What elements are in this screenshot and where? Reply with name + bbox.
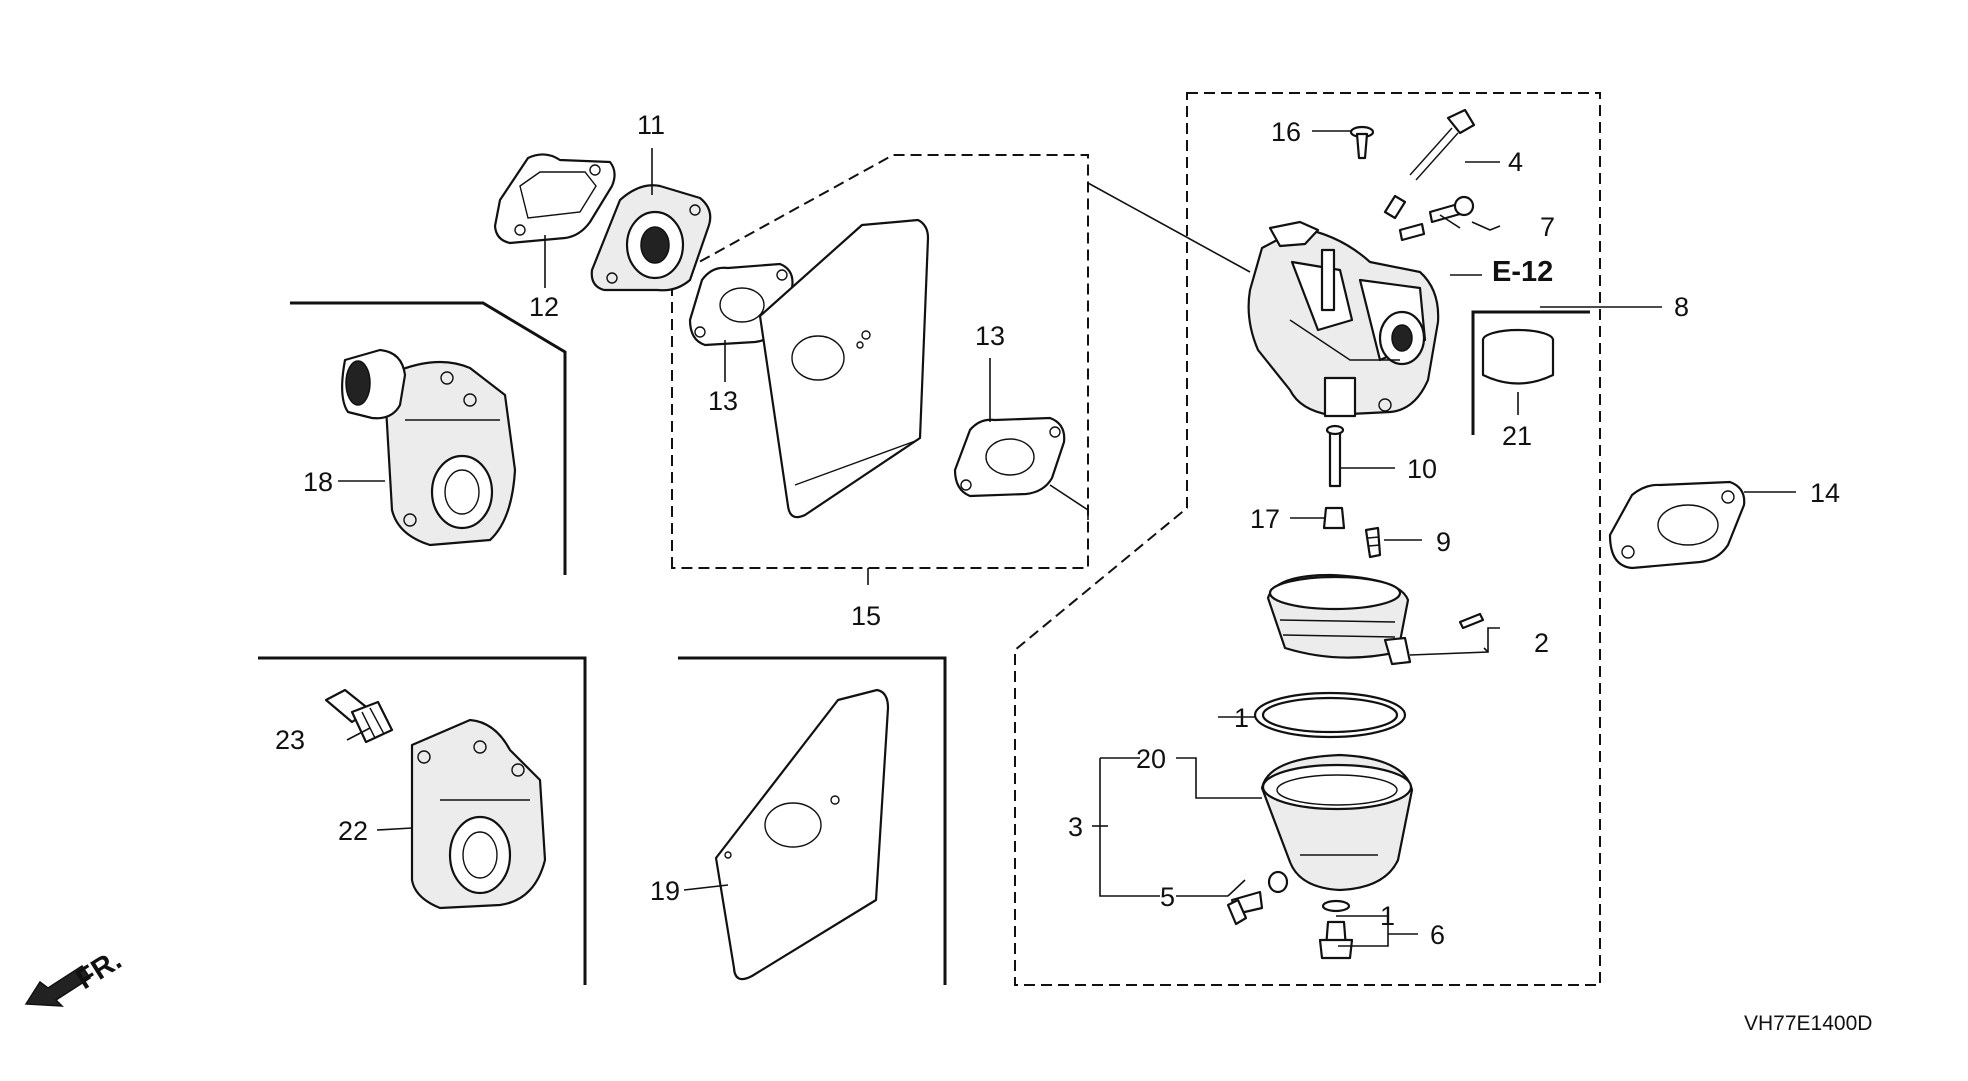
- callout-11: 11: [637, 110, 665, 140]
- callout-17: 17: [1250, 504, 1280, 534]
- gasket-part-13-right: [953, 416, 1066, 498]
- callout-10: 10: [1407, 454, 1437, 484]
- callout-18: 18: [303, 467, 333, 497]
- callout-9: 9: [1436, 527, 1451, 557]
- screw-set-part-4: [1383, 108, 1476, 220]
- elbow-part-22: [410, 718, 547, 910]
- callout-14: 14: [1810, 478, 1840, 508]
- plate-part-19: [714, 688, 890, 981]
- oring-part-1: [1253, 691, 1407, 739]
- callout-23: 23: [275, 725, 305, 755]
- callout-2: 2: [1534, 628, 1549, 658]
- carburetor-part-8: [1247, 220, 1440, 418]
- callout-labels: 11 12 13 13 15 18 16 4 7 E-12 8 21 10 14…: [275, 110, 1872, 1035]
- callout-4: 4: [1508, 147, 1523, 177]
- callout-15: 15: [851, 601, 881, 631]
- float-chamber-part-20: [1260, 753, 1414, 892]
- cap-part-21: [1481, 328, 1555, 385]
- diagram-frames: [258, 92, 1601, 986]
- insulator-part-11: [590, 184, 712, 292]
- callout-12: 12: [529, 292, 559, 322]
- air-cleaner-elbow-part-18: [341, 348, 517, 547]
- direction-label: FR.: [71, 944, 128, 996]
- callout-21: 21: [1502, 421, 1532, 451]
- callout-1-upper: 1: [1234, 703, 1249, 733]
- diagram-code: VH77E1400D: [1744, 1012, 1872, 1035]
- section-reference-e12: E-12: [1492, 256, 1553, 288]
- callout-5: 5: [1160, 882, 1175, 912]
- gasket-part-14: [1608, 480, 1746, 570]
- leader-lines: [338, 130, 1796, 947]
- callout-13-left: 13: [708, 386, 738, 416]
- needle-part-10: [1325, 424, 1345, 488]
- callout-6: 6: [1430, 920, 1445, 950]
- callout-22: 22: [338, 816, 368, 846]
- gasket-part-12: [493, 153, 616, 245]
- callout-13-right: 13: [975, 321, 1005, 351]
- bolt-part-5: [1226, 870, 1289, 926]
- bolt-part-6: [1318, 899, 1354, 960]
- callout-3: 3: [1068, 812, 1083, 842]
- plate-part-15: [758, 218, 930, 519]
- callout-1-lower: 1: [1380, 901, 1395, 931]
- float-part-2: [1266, 573, 1485, 666]
- callout-8: 8: [1674, 292, 1689, 322]
- callout-16: 16: [1271, 117, 1301, 147]
- callout-20: 20: [1136, 744, 1166, 774]
- screw-set-part-7: [1398, 195, 1475, 242]
- front-direction-arrow: FR.: [24, 944, 128, 1007]
- callout-19: 19: [650, 876, 680, 906]
- screw-part-16: [1349, 125, 1375, 160]
- screw-part-9: [1364, 526, 1382, 559]
- callout-7: 7: [1540, 212, 1555, 242]
- jet-part-17: [1322, 506, 1346, 530]
